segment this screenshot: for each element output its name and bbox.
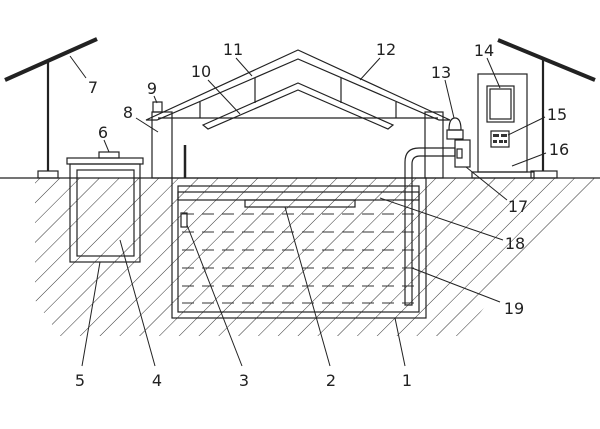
left-wall <box>151 111 173 179</box>
pump-box <box>454 139 471 168</box>
label-12: 12 <box>376 40 396 59</box>
control-cabinet <box>471 73 535 179</box>
wall-fixture <box>152 101 163 113</box>
label-15: 15 <box>547 105 567 124</box>
level-sensor <box>180 212 188 228</box>
right-wall <box>424 111 444 179</box>
leader-lines <box>69 55 547 367</box>
ground-soil <box>35 178 595 336</box>
outer-roof <box>145 49 451 121</box>
cabinet-window <box>486 85 515 123</box>
label-13: 13 <box>431 63 451 82</box>
inner-roof <box>201 82 395 130</box>
digester-pit <box>171 177 427 319</box>
label-8: 8 <box>123 103 133 122</box>
label-14: 14 <box>474 41 494 60</box>
label-6: 6 <box>98 123 108 142</box>
label-9: 9 <box>147 79 157 98</box>
label-4: 4 <box>152 371 162 390</box>
label-3: 3 <box>239 371 249 390</box>
label-18: 18 <box>505 234 525 253</box>
label-7: 7 <box>88 78 98 97</box>
label-19: 19 <box>504 299 524 318</box>
roof-posts <box>199 78 397 118</box>
keypad <box>490 130 510 148</box>
left-solar-panel <box>4 37 98 179</box>
right-solar-panel <box>497 38 596 179</box>
floating-plate <box>244 199 356 208</box>
label-17: 17 <box>508 197 528 216</box>
label-16: 16 <box>549 140 569 159</box>
label-1: 1 <box>402 371 412 390</box>
warning-beacon <box>446 117 464 140</box>
label-10: 10 <box>191 62 211 81</box>
label-2: 2 <box>326 371 336 390</box>
label-5: 5 <box>75 371 85 390</box>
label-11: 11 <box>223 40 243 59</box>
